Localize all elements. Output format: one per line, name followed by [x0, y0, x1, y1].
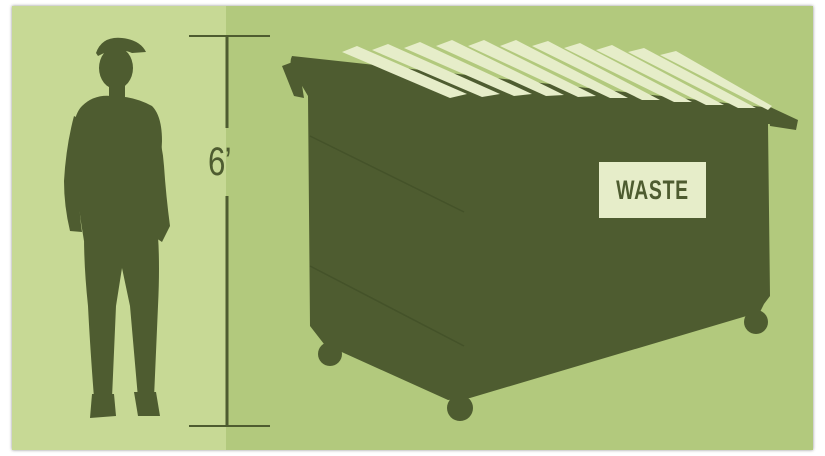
waste-sign-text: WASTE: [616, 175, 689, 206]
scene-svg: [12, 6, 813, 450]
height-bracket: [189, 36, 270, 426]
height-label: 6’: [208, 142, 231, 182]
illustration-frame: 6’ WASTE: [12, 6, 813, 450]
waste-sign: WASTE: [599, 162, 706, 218]
dumpster-silhouette-icon: [282, 56, 798, 421]
person-silhouette-icon: [64, 38, 170, 418]
